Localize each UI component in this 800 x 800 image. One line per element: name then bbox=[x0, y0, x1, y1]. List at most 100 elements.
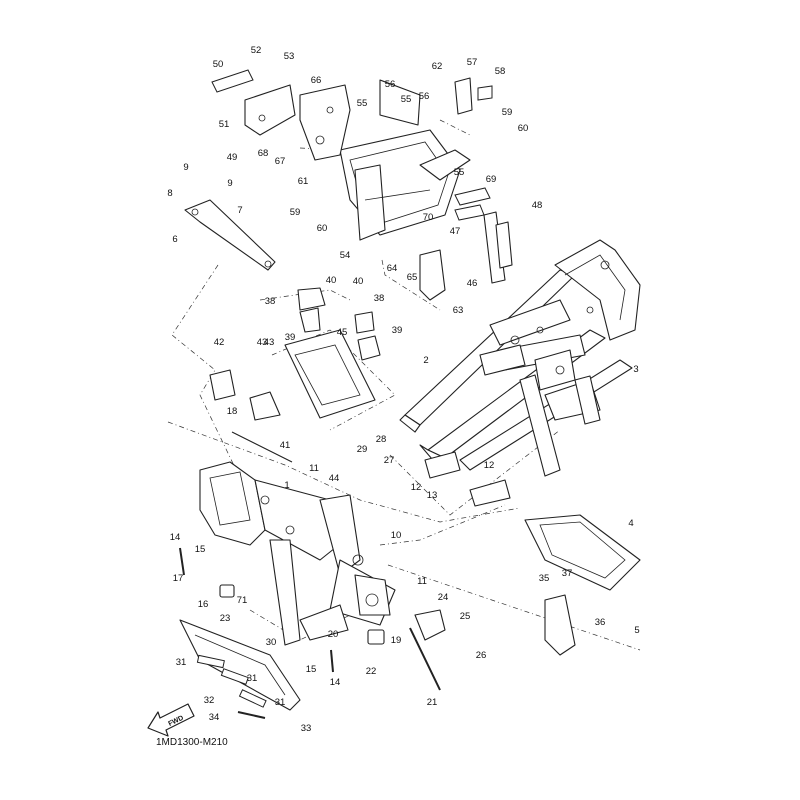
callout-56b: 56 bbox=[419, 91, 430, 102]
bolt-14 bbox=[179, 547, 185, 576]
callout-26: 26 bbox=[476, 650, 487, 661]
callout-3: 3 bbox=[633, 364, 638, 375]
callout-65: 65 bbox=[407, 272, 418, 283]
callout-55b: 55 bbox=[401, 94, 412, 105]
callout-17: 17 bbox=[173, 573, 184, 584]
callout-59a: 59 bbox=[502, 107, 513, 118]
callout-14a: 14 bbox=[170, 532, 181, 543]
callout-7: 7 bbox=[237, 205, 242, 216]
pad-31c bbox=[238, 689, 267, 708]
callout-25: 25 bbox=[460, 611, 471, 622]
callout-20: 20 bbox=[328, 629, 339, 640]
bracket-49 bbox=[244, 84, 296, 136]
callout-71: 71 bbox=[237, 595, 248, 606]
callout-55c: 55 bbox=[454, 167, 465, 178]
callout-55a: 55 bbox=[357, 98, 368, 109]
callout-14b: 14 bbox=[330, 677, 341, 688]
callout-5: 5 bbox=[634, 625, 639, 636]
clamp-39 bbox=[299, 307, 321, 333]
callout-34: 34 bbox=[209, 712, 220, 723]
callout-41: 41 bbox=[280, 440, 291, 451]
clamp-38b bbox=[354, 311, 375, 334]
callout-9b: 9 bbox=[227, 178, 232, 189]
cap-39 bbox=[357, 335, 381, 361]
callout-43b: 43 bbox=[264, 337, 275, 348]
callout-40a: 40 bbox=[326, 275, 337, 286]
grouping-lines bbox=[167, 119, 641, 651]
collar-22 bbox=[367, 629, 385, 645]
callout-59b: 59 bbox=[290, 207, 301, 218]
callout-13: 13 bbox=[427, 490, 438, 501]
callout-49: 49 bbox=[227, 152, 238, 163]
callout-31a: 31 bbox=[176, 657, 187, 668]
callout-39b: 39 bbox=[392, 325, 403, 336]
link-12b bbox=[469, 479, 511, 507]
callout-24: 24 bbox=[438, 592, 449, 603]
callout-29: 29 bbox=[357, 444, 368, 455]
callout-18: 18 bbox=[227, 406, 238, 417]
collar-16 bbox=[219, 584, 235, 598]
callout-labels: 1 2 3 4 5 6 7 8 9 9 10 11 11 12 12 13 14… bbox=[167, 45, 639, 734]
callout-6: 6 bbox=[172, 234, 177, 245]
bracket-42 bbox=[209, 369, 236, 401]
clamp-38 bbox=[297, 287, 326, 311]
bracket-30 bbox=[179, 619, 301, 711]
callout-23: 23 bbox=[220, 613, 231, 624]
callout-27: 27 bbox=[384, 455, 395, 466]
callout-11a: 11 bbox=[309, 463, 319, 474]
callout-39a: 39 bbox=[285, 332, 296, 343]
bar-46 bbox=[495, 221, 513, 269]
callout-35: 35 bbox=[539, 573, 550, 584]
callout-12a: 12 bbox=[411, 482, 422, 493]
bolt-21 bbox=[409, 627, 441, 691]
callout-11b: 11 bbox=[417, 576, 427, 587]
callout-8: 8 bbox=[167, 188, 172, 199]
fwd-arrow-icon: FWD bbox=[147, 703, 195, 737]
callout-19: 19 bbox=[391, 635, 402, 646]
bolt-14b bbox=[330, 649, 334, 673]
callout-44: 44 bbox=[329, 473, 340, 484]
callout-36: 36 bbox=[595, 617, 606, 628]
callout-38b: 38 bbox=[374, 293, 385, 304]
battery-box bbox=[339, 79, 471, 241]
callout-33: 33 bbox=[301, 723, 312, 734]
callout-38a: 38 bbox=[265, 296, 276, 307]
link-12a bbox=[424, 451, 461, 479]
callout-68: 68 bbox=[258, 148, 269, 159]
bolt-34 bbox=[237, 711, 266, 719]
callout-31c: 31 bbox=[275, 697, 286, 708]
callout-40b: 40 bbox=[353, 276, 364, 287]
plate-57 bbox=[454, 77, 473, 115]
callout-58: 58 bbox=[495, 66, 506, 77]
callout-63: 63 bbox=[453, 305, 464, 316]
callout-37: 37 bbox=[562, 568, 573, 579]
callout-56a: 56 bbox=[385, 79, 396, 90]
callout-2: 2 bbox=[423, 355, 428, 366]
callout-50: 50 bbox=[213, 59, 224, 70]
callout-43a: 43 bbox=[257, 337, 268, 348]
callout-16: 16 bbox=[198, 599, 209, 610]
front-frame bbox=[199, 461, 396, 646]
callout-70: 70 bbox=[423, 212, 434, 223]
bolt-18 bbox=[231, 431, 293, 463]
bracket-4 bbox=[524, 514, 641, 591]
bracket-63 bbox=[419, 249, 446, 301]
callout-46: 46 bbox=[467, 278, 478, 289]
bracket-35 bbox=[544, 594, 576, 656]
pad-50 bbox=[211, 69, 254, 93]
callout-66: 66 bbox=[311, 75, 322, 86]
main-frame bbox=[399, 239, 641, 477]
callout-30: 30 bbox=[266, 637, 277, 648]
callout-15a: 15 bbox=[195, 544, 206, 555]
callout-12b: 12 bbox=[484, 460, 495, 471]
callout-47: 47 bbox=[450, 226, 461, 237]
callout-31b: 31 bbox=[247, 673, 258, 684]
pad-31a bbox=[196, 654, 225, 669]
callout-45: 45 bbox=[337, 327, 348, 338]
callout-57: 57 bbox=[467, 57, 478, 68]
callout-54: 54 bbox=[340, 250, 351, 261]
callout-62: 62 bbox=[432, 61, 443, 72]
callout-67: 67 bbox=[275, 156, 286, 167]
callout-28: 28 bbox=[376, 434, 387, 445]
